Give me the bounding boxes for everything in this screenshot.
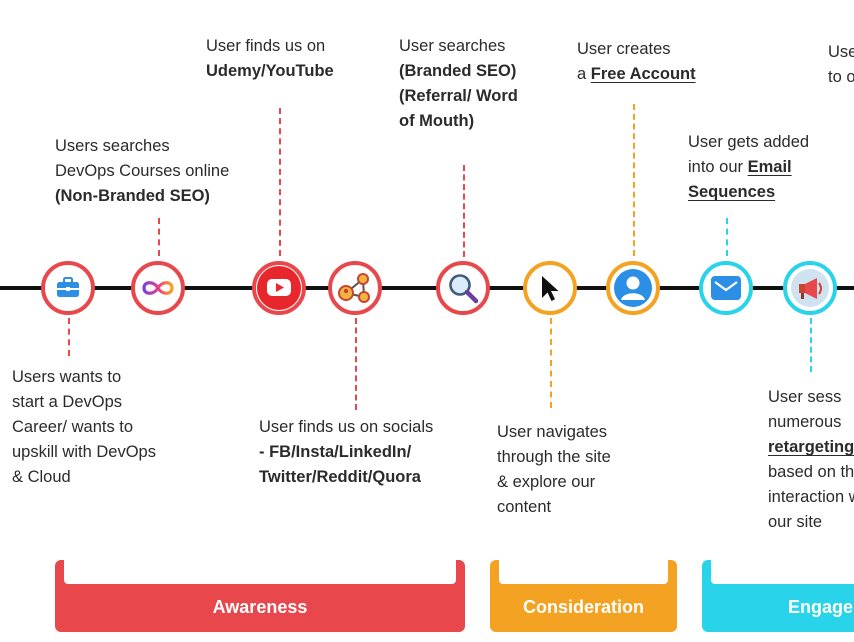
journey-node-account [606, 261, 660, 315]
label-line: User sess [768, 388, 842, 406]
node-label-7: User creates a Free Account [577, 37, 696, 87]
free-account-link[interactable]: Free Account [590, 65, 696, 83]
journey-node-youtube [252, 261, 306, 315]
node-label-9: User sess numerous retargeting based on … [768, 385, 854, 535]
label-line-bold: of Mouth) [399, 112, 475, 130]
connector-1 [68, 318, 70, 356]
label-line: User finds us on socials [259, 418, 434, 436]
label-line: User creates [577, 40, 671, 58]
label-line: & explore our [497, 473, 596, 491]
band-cutout [499, 560, 668, 584]
node-label-4: User finds us on socials - FB/Insta/Link… [259, 415, 433, 490]
label-line: upskill with DevOps [12, 443, 156, 461]
megaphone-icon [791, 269, 829, 307]
label-line: User finds us on [206, 37, 326, 55]
connector-6 [550, 318, 552, 408]
label-lead: a [577, 65, 591, 83]
node-label-8: User gets added into our Email Sequences [688, 130, 809, 205]
label-line: based on th [768, 463, 854, 481]
label-line: to o [828, 68, 854, 86]
stage-band-engagement: Engage [702, 560, 854, 632]
journey-node-megaphone [783, 261, 837, 315]
retargeting-link[interactable]: retargeting [768, 438, 854, 456]
sequences-link[interactable]: Sequences [688, 183, 776, 201]
connector-2 [158, 218, 160, 256]
label-line: User gets added [688, 133, 810, 151]
node-label-1: Users wants to start a DevOps Career/ wa… [12, 365, 156, 490]
label-line-bold: (Branded SEO) [399, 62, 517, 80]
label-line-bold: Twitter/Reddit/Quora [259, 468, 421, 486]
devops-infinity-icon [142, 281, 174, 295]
label-line-bold: Udemy/YouTube [206, 62, 334, 80]
connector-8 [726, 218, 728, 256]
journey-node-email [699, 261, 753, 315]
label-line: & Cloud [12, 468, 71, 486]
label-line: User searches [399, 37, 506, 55]
label-line: a Free Account [577, 62, 696, 87]
user-account-icon [614, 269, 652, 307]
label-line: Use [828, 43, 854, 61]
journey-node-devops [131, 261, 185, 315]
node-label-2: Users searches DevOps Courses online (No… [55, 134, 229, 209]
email-link[interactable]: Email [747, 158, 792, 176]
label-line: content [497, 498, 552, 516]
label-lead: into our [688, 158, 748, 176]
connector-4 [355, 318, 357, 410]
stage-label-engagement: Engage [788, 597, 854, 617]
journey-node-cursor [523, 261, 577, 315]
node-label-3: User finds us on Udemy/YouTube [206, 34, 334, 84]
timeline-line [0, 286, 854, 290]
youtube-icon [257, 266, 301, 310]
cursor-icon [542, 276, 559, 301]
label-line: start a DevOps [12, 393, 123, 411]
stage-band-awareness: Awareness [55, 560, 465, 632]
social-network-icon [338, 273, 370, 303]
briefcase-icon [57, 277, 79, 297]
journey-node-social [328, 261, 382, 315]
connector-9 [810, 318, 812, 372]
band-cutout [64, 560, 456, 584]
node-label-5: User searches (Branded SEO) (Referral/ W… [399, 34, 518, 134]
connector-7 [633, 104, 635, 256]
stage-label-awareness: Awareness [212, 597, 308, 617]
stage-label-consideration: Consideration [522, 597, 644, 617]
connector-5 [463, 165, 465, 257]
connector-3 [279, 108, 281, 256]
stage-band-consideration: Consideration [490, 560, 677, 632]
label-line: into our Email [688, 155, 809, 180]
label-line: interaction w [768, 488, 854, 506]
journey-node-search [436, 261, 490, 315]
label-line-bold: (Non-Branded SEO) [55, 187, 210, 205]
label-line: through the site [497, 448, 611, 466]
label-line: numerous [768, 413, 842, 431]
band-cutout [711, 560, 854, 584]
label-line: Users wants to [12, 368, 122, 386]
label-line-bold: - FB/Insta/LinkedIn/ [259, 443, 412, 461]
label-line-bold: (Referral/ Word [399, 87, 518, 105]
label-line: Career/ wants to [12, 418, 134, 436]
label-line: User navigates [497, 423, 608, 441]
journey-node-briefcase [41, 261, 95, 315]
label-line: DevOps Courses online [55, 162, 230, 180]
node-label-10: Use to o [828, 40, 854, 90]
email-icon [711, 276, 741, 300]
label-line: Users searches [55, 137, 170, 155]
search-icon [449, 274, 479, 304]
label-line: our site [768, 513, 823, 531]
node-label-6: User navigates through the site & explor… [497, 420, 611, 520]
